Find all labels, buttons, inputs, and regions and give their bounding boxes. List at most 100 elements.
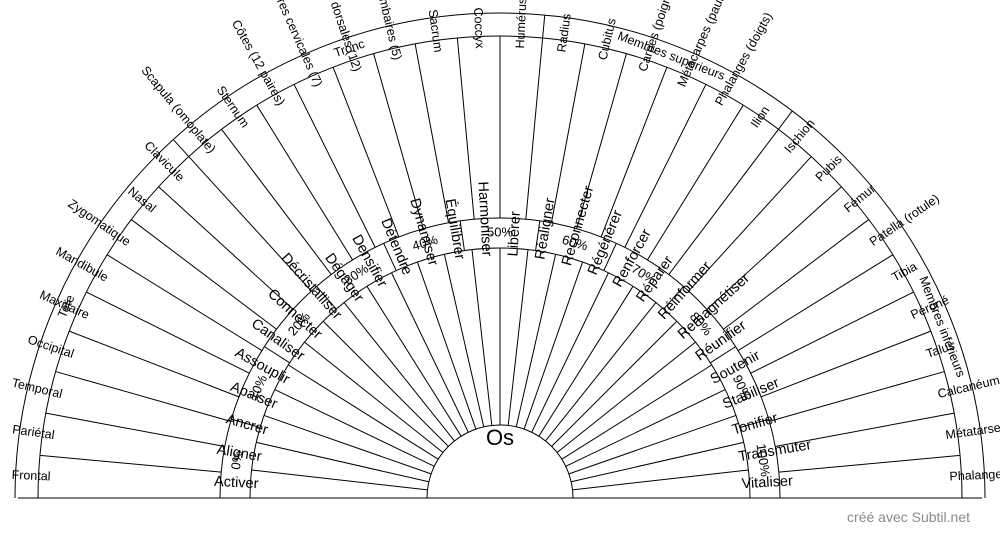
percent-divider [459, 220, 465, 251]
percent-divider [710, 346, 736, 364]
inner-item-label: Stabiliser [720, 375, 781, 413]
inner-item-label: Réaligner [532, 197, 558, 261]
percent-divider [739, 418, 769, 429]
percent-label: 0% [228, 449, 246, 470]
hub-arc [426, 424, 574, 499]
outer-divider [624, 84, 707, 248]
inner-item-label: Équilibrer [441, 197, 468, 260]
outer-item-label: Nasal [125, 184, 159, 215]
group-divider [542, 15, 546, 39]
inner-divider [507, 249, 529, 426]
outer-item-label: Pariétal [11, 422, 55, 442]
inner-divider [251, 469, 428, 491]
percent-divider [316, 286, 337, 310]
outer-divider [373, 53, 424, 229]
outer-item-label: Coccyx [471, 7, 487, 49]
outer-divider [760, 330, 931, 398]
outer-divider [723, 219, 869, 330]
outer-divider [158, 186, 294, 310]
inner-divider [556, 341, 696, 453]
group-divider [172, 139, 190, 157]
inner-divider [391, 272, 469, 433]
credit-text: créé avec Subtil.net [847, 509, 970, 525]
outer-item-label: Phalanges (doigts) [712, 10, 775, 108]
outer-item-label: Côtes (12 paires) [229, 17, 288, 108]
outer-item-label: Fémur [841, 182, 878, 216]
outer-divider [737, 254, 894, 352]
inner-item-label: Activer [214, 474, 259, 492]
percent-label: 40% [410, 232, 440, 254]
percent-divider [231, 418, 261, 429]
inner-divider [263, 414, 432, 475]
inner-divider [571, 441, 744, 483]
inner-divider [572, 469, 749, 491]
inner-divider [274, 389, 435, 467]
outer-item-label: Zygomatique [66, 196, 134, 248]
outer-divider [188, 156, 312, 292]
percent-divider [603, 243, 617, 271]
inner-divider [366, 286, 462, 437]
inner-divider [561, 364, 712, 460]
inner-divider [304, 341, 444, 453]
outer-divider [750, 291, 914, 374]
outer-item-label: Métatarses [945, 420, 1000, 442]
outer-item-label: Vertèbres lombaires (5) [361, 0, 404, 61]
outer-divider [332, 67, 400, 238]
center-label: Os [486, 425, 514, 450]
group-divider [778, 110, 793, 130]
outer-item-label: Phalanges (orteils) [949, 465, 1000, 484]
outer-divider [688, 156, 812, 292]
outer-divider [706, 186, 842, 310]
outer-divider [45, 412, 225, 448]
inner-item-label: Harmoniser [474, 181, 494, 257]
outer-divider [106, 254, 263, 352]
inner-item-label: Libérer [505, 211, 524, 257]
inner-divider [545, 302, 657, 442]
chart-lines [14, 12, 986, 499]
inner-divider [568, 414, 737, 475]
outer-item-label: Patella (rotule) [867, 191, 942, 248]
inner-item-label: Vitaliser [741, 473, 793, 492]
outer-item-label: Ilion [748, 103, 773, 130]
inner-item-label: Transmuter [737, 437, 812, 465]
percent-divider [264, 346, 290, 364]
inner-divider [288, 364, 439, 460]
outer-item-label: Tibia [889, 259, 919, 284]
outer-divider [550, 43, 586, 223]
outer-divider [778, 454, 961, 473]
outer-item-label: Sacrum [426, 9, 446, 54]
inner-divider [443, 254, 485, 427]
outer-divider [668, 129, 779, 275]
outer-divider [456, 37, 475, 220]
outer-divider [414, 43, 450, 223]
outer-divider [86, 291, 250, 374]
inner-divider [471, 249, 493, 426]
outer-divider [769, 371, 945, 422]
outer-divider [525, 37, 544, 220]
outer-item-label: Radius [555, 13, 574, 53]
outer-divider [775, 412, 955, 448]
outer-item-label: Mandibule [53, 244, 110, 284]
outer-divider [131, 219, 277, 330]
inner-item-label: Ancrer [224, 411, 270, 438]
inner-divider [256, 441, 429, 483]
outer-divider [646, 104, 744, 261]
group-ring-arc [14, 12, 986, 499]
outer-divider [576, 53, 627, 229]
inner-divider [523, 261, 584, 430]
outer-divider [600, 67, 668, 238]
percent-label: 60% [560, 232, 590, 254]
inner-divider [416, 261, 477, 430]
percent-label: 100% [754, 443, 774, 478]
outer-divider [293, 84, 376, 248]
outer-divider [39, 454, 222, 473]
outer-item-label: Clavicule [141, 138, 187, 184]
outer-divider [55, 371, 231, 422]
inner-divider [515, 254, 557, 427]
inner-divider [551, 320, 678, 447]
inner-divider [531, 272, 609, 433]
outer-item-label: Pubis [813, 152, 845, 184]
inner-divider [343, 302, 455, 442]
